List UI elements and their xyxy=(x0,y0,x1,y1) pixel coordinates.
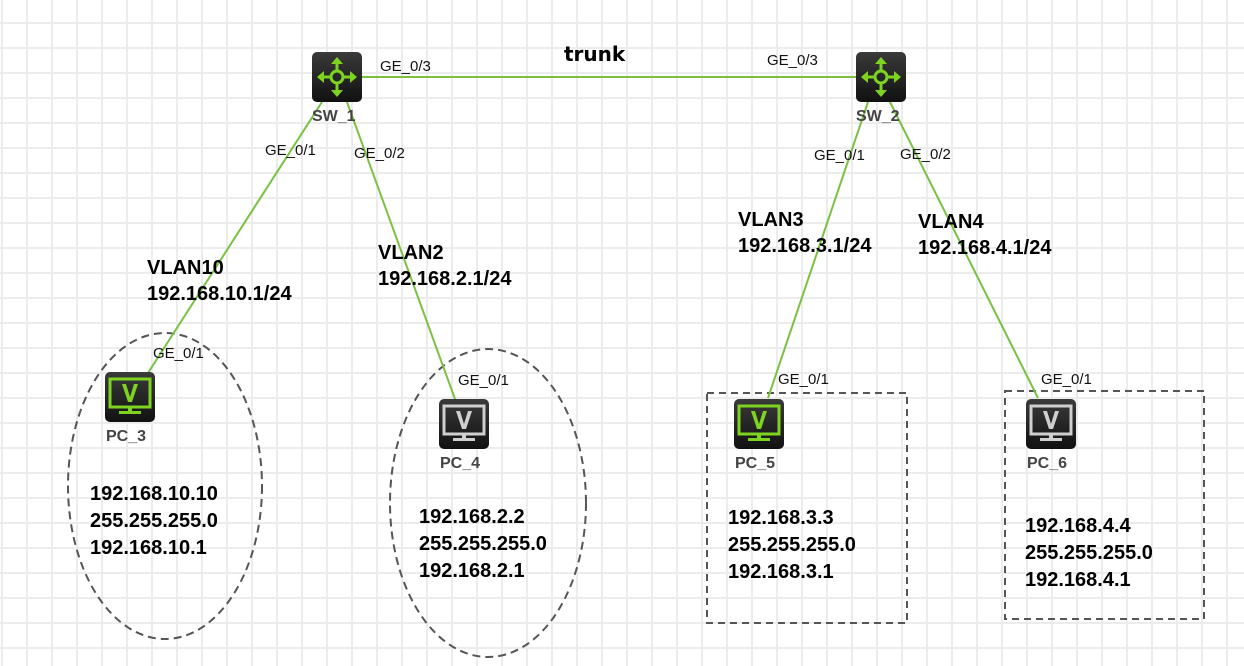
port-label-sw2-ge01: GE_0/1 xyxy=(814,147,865,164)
ip-address: 192.168.10.10 xyxy=(90,483,218,505)
pc-monitor-icon xyxy=(439,399,489,449)
pc3-node[interactable] xyxy=(105,372,155,422)
vlan4-label: VLAN4 192.168.4.1/24 xyxy=(918,209,1051,261)
pc4-label: PC_4 xyxy=(440,455,481,472)
port-label-pc3-ge01: GE_0/1 xyxy=(153,345,204,362)
trunk-label: trunk xyxy=(564,42,626,66)
vlan-name: VLAN3 xyxy=(738,209,804,231)
ip-address: 192.168.2.2 xyxy=(419,506,525,528)
link-sw1-pc3[interactable] xyxy=(147,101,323,374)
port-label-sw2-ge03: GE_0/3 xyxy=(767,52,818,69)
pc6-group-box xyxy=(1004,390,1205,620)
sw1-label: SW_1 xyxy=(312,108,356,125)
sw2-label: SW_2 xyxy=(856,108,900,125)
vlan3-label: VLAN3 192.168.3.1/24 xyxy=(738,207,871,259)
port-label-sw1-ge02: GE_0/2 xyxy=(354,145,405,162)
pc3-label: PC_3 xyxy=(106,428,147,445)
vlan10-label: VLAN10 192.168.10.1/24 xyxy=(147,255,292,307)
router-switch-icon xyxy=(856,52,906,102)
pc6-ip-config: 192.168.4.4 255.255.255.0 192.168.4.1 xyxy=(1025,513,1153,594)
pc-monitor-icon xyxy=(1026,399,1076,449)
pc3-ip-config: 192.168.10.10 255.255.255.0 192.168.10.1 xyxy=(90,481,218,562)
port-label-sw1-ge01: GE_0/1 xyxy=(265,142,316,159)
router-switch-icon xyxy=(312,52,362,102)
subnet-mask: 255.255.255.0 xyxy=(728,534,856,556)
pc4-group-ellipse xyxy=(389,348,587,658)
subnet-mask: 255.255.255.0 xyxy=(90,510,218,532)
pc-monitor-icon xyxy=(105,372,155,422)
pc4-ip-config: 192.168.2.2 255.255.255.0 192.168.2.1 xyxy=(419,504,547,585)
pc5-group-box xyxy=(706,392,908,624)
vlan-gateway: 192.168.4.1/24 xyxy=(918,237,1052,259)
pc5-label: PC_5 xyxy=(735,455,776,472)
vlan-gateway: 192.168.10.1/24 xyxy=(147,283,292,305)
pc6-node[interactable] xyxy=(1026,399,1076,449)
link-sw2-pc6[interactable] xyxy=(889,101,1039,399)
vlan-gateway: 192.168.2.1/24 xyxy=(378,268,512,290)
sw2-node[interactable] xyxy=(856,52,906,102)
subnet-mask: 255.255.255.0 xyxy=(419,533,547,555)
subnet-mask: 255.255.255.0 xyxy=(1025,542,1153,564)
default-gateway: 192.168.10.1 xyxy=(90,537,207,559)
pc5-node[interactable] xyxy=(734,399,784,449)
port-label-sw2-ge02: GE_0/2 xyxy=(900,146,951,163)
pc-monitor-icon xyxy=(734,399,784,449)
vlan-name: VLAN4 xyxy=(918,211,984,233)
default-gateway: 192.168.4.1 xyxy=(1025,569,1131,591)
pc5-ip-config: 192.168.3.3 255.255.255.0 192.168.3.1 xyxy=(728,505,856,586)
vlan-gateway: 192.168.3.1/24 xyxy=(738,235,872,257)
ip-address: 192.168.4.4 xyxy=(1025,515,1131,537)
ip-address: 192.168.3.3 xyxy=(728,507,834,529)
pc6-label: PC_6 xyxy=(1027,455,1068,472)
link-sw1-pc4[interactable] xyxy=(346,101,456,400)
port-label-pc5-ge01: GE_0/1 xyxy=(778,371,829,388)
pc4-node[interactable] xyxy=(439,399,489,449)
port-label-pc4-ge01: GE_0/1 xyxy=(458,372,509,389)
default-gateway: 192.168.2.1 xyxy=(419,560,525,582)
port-label-sw1-ge03: GE_0/3 xyxy=(380,58,431,75)
vlan-name: VLAN10 xyxy=(147,257,224,279)
vlan-name: VLAN2 xyxy=(378,242,444,264)
link-sw2-pc5[interactable] xyxy=(767,101,869,399)
vlan2-label: VLAN2 192.168.2.1/24 xyxy=(378,240,511,292)
sw1-node[interactable] xyxy=(312,52,362,102)
pc3-group-ellipse xyxy=(67,332,263,640)
port-label-pc6-ge01: GE_0/1 xyxy=(1041,371,1092,388)
default-gateway: 192.168.3.1 xyxy=(728,561,834,583)
